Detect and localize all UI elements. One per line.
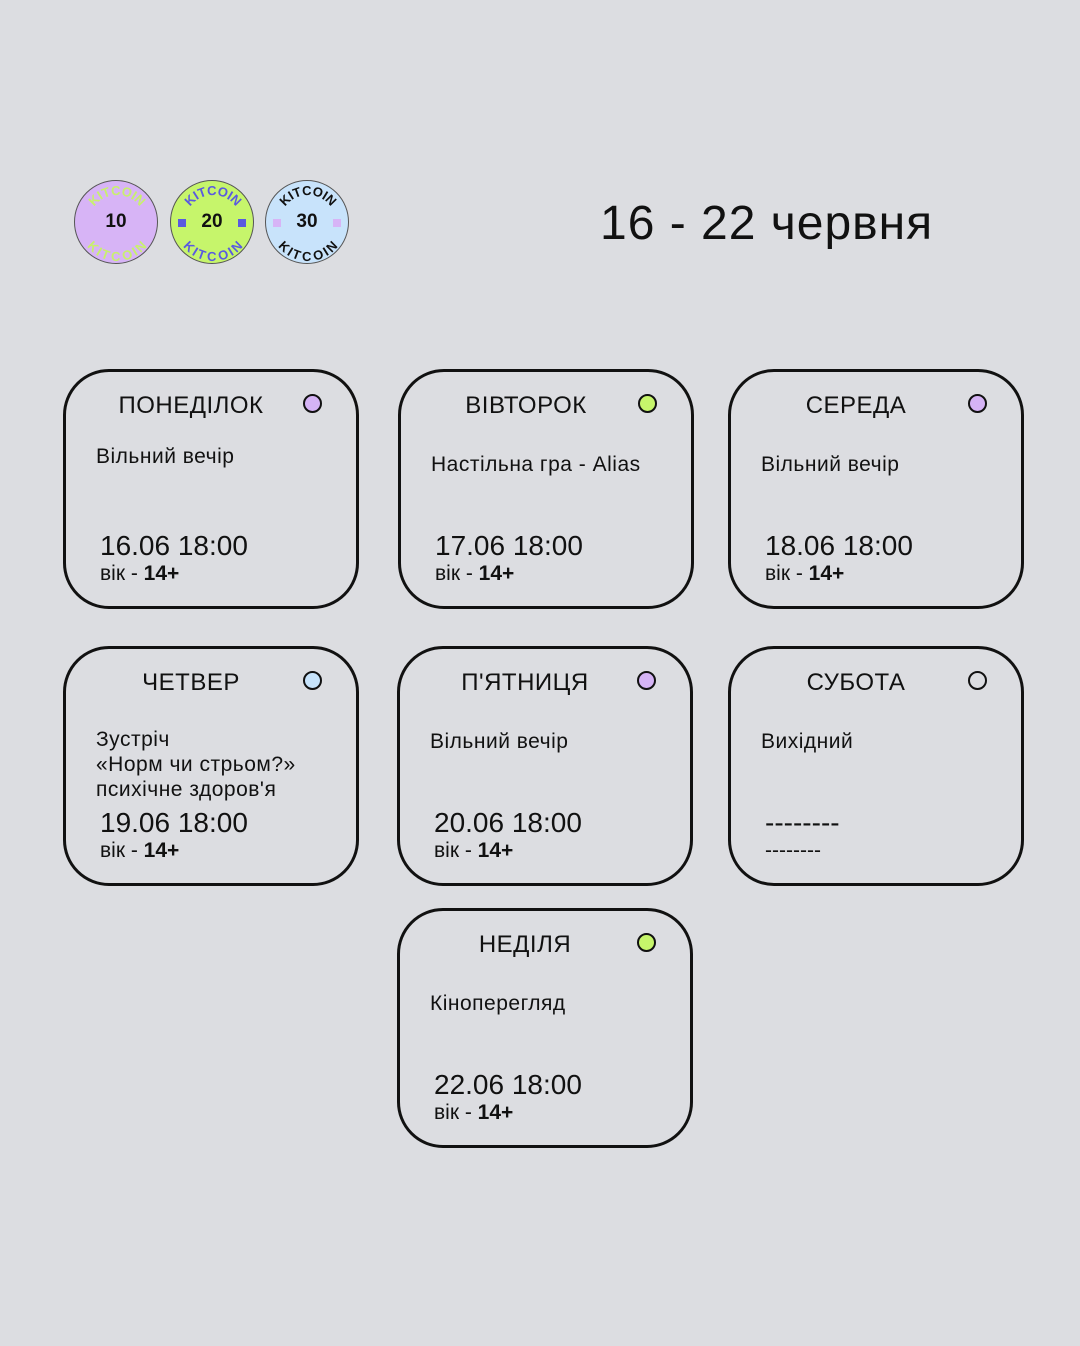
day-card-thursday: ЧЕТВЕР Зустріч «Норм чи стрьом?» психічн… <box>63 646 359 886</box>
age-value: 14+ <box>808 562 845 585</box>
week-title: 16 - 22 червня <box>600 197 934 250</box>
status-dot-icon <box>637 671 656 690</box>
event-datetime: 19.06 18:00 <box>100 807 248 838</box>
coin-ring-text: KITCOIN KITCOIN <box>85 183 150 264</box>
event-datetime: 16.06 18:00 <box>100 530 248 561</box>
age-label: вік - <box>100 839 144 862</box>
day-card-tuesday: ВІВТОРОК Настільна гра - Alias 17.06 18:… <box>398 369 694 609</box>
age-limit: вік - 14+ <box>100 562 179 586</box>
coin-10: KITCOIN KITCOIN 10 <box>74 180 158 264</box>
event-description: Вільний вечір <box>761 453 900 476</box>
age-limit: вік - 14+ <box>435 562 514 586</box>
day-card-friday: П'ЯТНИЦЯ Вільний вечір 20.06 18:00 вік -… <box>397 646 693 886</box>
svg-text:KITCOIN: KITCOIN <box>85 183 148 209</box>
day-name: СУБОТА <box>806 669 906 696</box>
coin-value: 10 <box>105 211 127 232</box>
svg-text:KITCOIN: KITCOIN <box>276 238 341 264</box>
age-label: вік - <box>765 562 809 585</box>
age-label: вік - <box>100 562 144 585</box>
age-value: 14+ <box>143 562 180 585</box>
coin-20: KITCOIN KITCOIN 20 <box>170 180 254 264</box>
age-label: вік - <box>434 839 478 862</box>
coin-square-left <box>178 219 186 227</box>
age-label: вік - <box>434 1101 478 1124</box>
day-card-wednesday: СЕРЕДА Вільний вечір 18.06 18:00 вік - 1… <box>728 369 1024 609</box>
event-description: Вільний вечір <box>430 730 569 753</box>
day-name: СЕРЕДА <box>805 392 907 419</box>
coin-30: KITCOIN KITCOIN 30 <box>265 180 349 264</box>
event-description: Вільний вечір <box>96 445 235 468</box>
status-dot-icon <box>968 394 987 413</box>
status-dot-icon <box>968 671 987 690</box>
event-description: Настільна гра - Alias <box>431 453 641 476</box>
age-limit: вік - 14+ <box>434 1101 513 1125</box>
event-datetime: 18.06 18:00 <box>765 530 913 561</box>
age-limit: вік - 14+ <box>100 839 179 863</box>
coin-value: 20 <box>201 211 223 232</box>
day-name: ПОНЕДІЛОК <box>118 392 264 419</box>
age-value: 14+ <box>143 839 180 862</box>
event-description: Вихідний <box>761 730 854 753</box>
status-dot-icon <box>638 394 657 413</box>
age-value: 14+ <box>478 562 515 585</box>
age-label: вік - <box>435 562 479 585</box>
coin-square-right <box>238 219 246 227</box>
event-datetime: 20.06 18:00 <box>434 807 582 838</box>
age-limit: вік - 14+ <box>765 562 844 586</box>
coin-square-left <box>273 219 281 227</box>
svg-text:KITCOIN: KITCOIN <box>181 238 246 264</box>
age-label: -------- <box>765 839 821 862</box>
day-card-saturday: СУБОТА Вихідний -------- -------- <box>728 646 1024 886</box>
status-dot-icon <box>637 933 656 952</box>
age-limit: вік - 14+ <box>434 839 513 863</box>
day-name: ВІВТОРОК <box>465 392 587 419</box>
coin-square-right <box>333 219 341 227</box>
day-card-sunday: НЕДІЛЯ Кіноперегляд 22.06 18:00 вік - 14… <box>397 908 693 1148</box>
day-name: П'ЯТНИЦЯ <box>461 669 589 696</box>
event-datetime: -------- <box>765 807 840 838</box>
event-datetime: 22.06 18:00 <box>434 1069 582 1100</box>
coin-ring-text: KITCOIN KITCOIN <box>276 183 341 264</box>
age-value: 14+ <box>477 1101 514 1124</box>
day-card-monday: ПОНЕДІЛОК Вільний вечір 16.06 18:00 вік … <box>63 369 359 609</box>
event-description: Зустріч «Норм чи стрьом?» психічне здоро… <box>96 728 296 801</box>
age-limit: -------- <box>765 839 821 863</box>
status-dot-icon <box>303 394 322 413</box>
event-datetime: 17.06 18:00 <box>435 530 583 561</box>
coin-value: 30 <box>296 211 318 232</box>
svg-text:KITCOIN: KITCOIN <box>276 183 339 209</box>
event-description: Кіноперегляд <box>430 992 566 1015</box>
age-value: 14+ <box>477 839 514 862</box>
svg-text:KITCOIN: KITCOIN <box>85 238 150 264</box>
day-name: ЧЕТВЕР <box>142 669 240 696</box>
day-name: НЕДІЛЯ <box>478 931 572 958</box>
svg-text:KITCOIN: KITCOIN <box>181 183 244 209</box>
status-dot-icon <box>303 671 322 690</box>
coin-ring-text: KITCOIN KITCOIN <box>181 183 246 264</box>
